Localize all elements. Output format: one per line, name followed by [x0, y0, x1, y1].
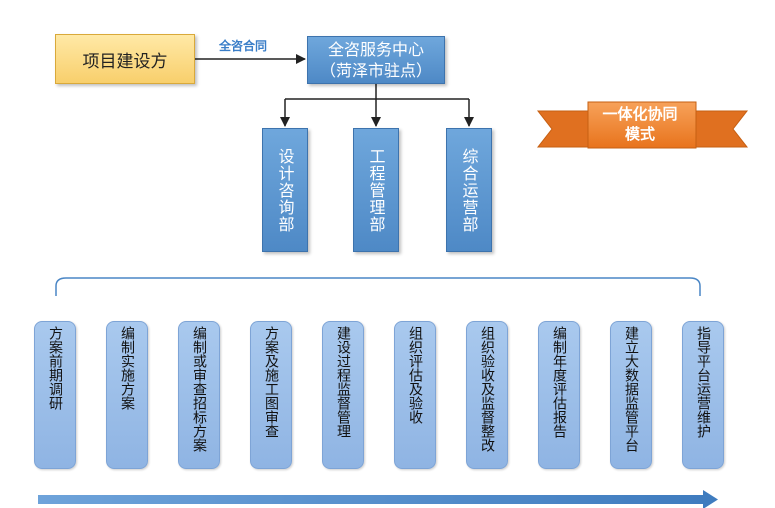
banner-line-2: 模式: [624, 125, 655, 143]
phase-9: 建立大数据监管平台: [610, 321, 652, 469]
phase-4: 方案及施工图审查: [250, 321, 292, 469]
phase-1: 方案前期调研: [34, 321, 76, 469]
consulting-center-subtitle: （菏泽市驻点）: [319, 61, 432, 80]
consulting-center-title: 全咨服务中心: [327, 40, 424, 59]
department-engineering: 工程管理部: [353, 128, 399, 252]
phase-7: 组织验收及监督整改: [466, 321, 508, 469]
phase-brace: [55, 277, 701, 296]
contract-label: 全咨合同: [219, 39, 268, 53]
phase-3: 编制或审查招标方案: [178, 321, 220, 469]
phase-6: 组织评估及验收: [394, 321, 436, 469]
department-design: 设计咨询部: [262, 128, 308, 252]
phase-10: 指导平台运营维护: [682, 321, 724, 469]
project-owner-label: 项目建设方: [82, 51, 168, 72]
phase-2: 编制实施方案: [106, 321, 148, 469]
project-owner-box: 项目建设方: [55, 34, 195, 84]
consulting-center-box: 全咨服务中心 （菏泽市驻点）: [307, 36, 445, 84]
banner-line-1: 一体化协同: [602, 105, 678, 123]
phase-8: 编制年度评估报告: [538, 321, 580, 469]
collaboration-banner: [536, 101, 749, 149]
banner-text: 一体化协同 模式: [590, 104, 690, 144]
department-connector: [280, 84, 474, 127]
timeline-arrow: [38, 490, 718, 508]
department-operations: 综合运营部: [446, 128, 492, 252]
phase-5: 建设过程监督管理: [322, 321, 364, 469]
